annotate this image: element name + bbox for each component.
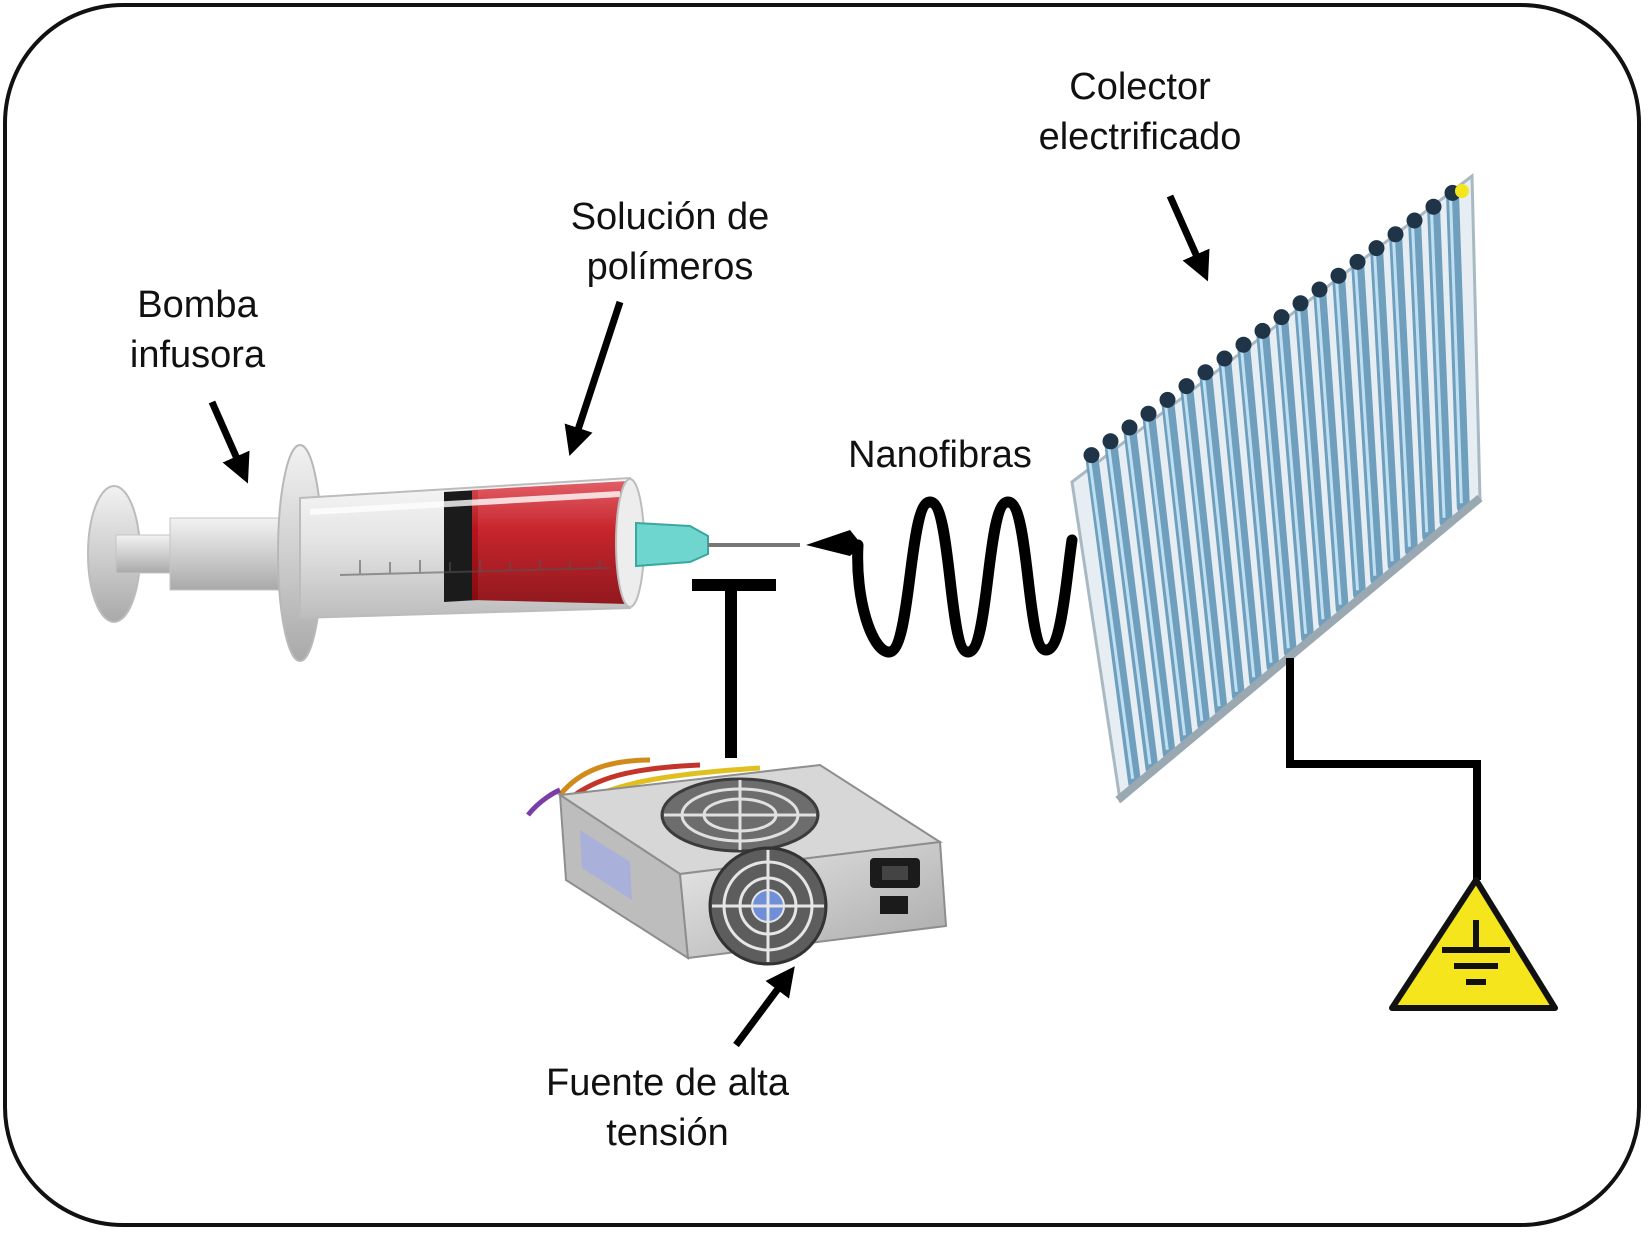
ground-warning-sign — [1389, 877, 1558, 1011]
polymer-solution — [472, 481, 628, 604]
collector-tube-cap — [1197, 364, 1214, 381]
rounded-frame — [3, 3, 1641, 1227]
collector-tube-cap — [1273, 309, 1290, 326]
collector-tube — [1370, 241, 1401, 572]
collector-tube — [1313, 283, 1349, 616]
collector-tube-cap — [1311, 281, 1328, 298]
collector-tube — [1256, 324, 1297, 659]
plunger-body — [169, 517, 281, 591]
collector-tube-highlight — [1221, 362, 1256, 678]
collector-tube-cap — [1425, 198, 1442, 215]
collector-tube — [1294, 296, 1332, 630]
label-colector-electrificado: Colector electrificado — [1038, 66, 1242, 158]
collector-tube-cap — [1102, 433, 1119, 450]
solution-arrow — [564, 300, 624, 456]
collector-tube — [1351, 255, 1384, 587]
collector-tube-highlight — [1335, 279, 1360, 591]
collector-tube — [1446, 186, 1470, 514]
collector-tube-highlight — [1411, 224, 1429, 533]
high-voltage-connection — [692, 579, 776, 758]
power-supply-unit — [526, 757, 948, 966]
collector-tube-highlight — [1107, 445, 1152, 765]
collector-tube-cap — [1368, 240, 1385, 257]
collector-tube — [1123, 421, 1176, 761]
ground-wire — [1286, 658, 1481, 880]
collector-tube — [1389, 227, 1418, 558]
label-nanofibras: Nanofibras — [848, 434, 1032, 476]
collector-tube — [1142, 407, 1194, 746]
needle-hub — [635, 521, 709, 568]
collector-tube-highlight — [1297, 307, 1325, 620]
collector-tube-highlight — [1240, 348, 1273, 663]
collector-tube-highlight — [1126, 431, 1169, 750]
collector-tube-cap — [1216, 350, 1233, 367]
collector-tube-highlight — [1430, 210, 1446, 518]
plunger-stopper — [444, 490, 478, 602]
collector-tube — [1180, 379, 1228, 717]
collector-tube — [1199, 365, 1245, 703]
collector-tube-highlight — [1202, 376, 1238, 692]
nanofiber-jet — [852, 496, 1078, 658]
collector-tube — [1161, 393, 1211, 732]
collector-tube-cap — [1140, 405, 1157, 422]
collector-tube-cap — [1292, 295, 1309, 312]
solar-collector-panel — [1070, 173, 1483, 804]
collector-tube-highlight — [1449, 196, 1463, 504]
collector-tube-cap — [1254, 322, 1271, 339]
label-fuente-alta-tension: Fuente de alta tensión — [546, 1062, 789, 1154]
collector-tube-highlight — [1278, 320, 1308, 634]
collector-tube-highlight — [1354, 265, 1377, 576]
syringe-icon — [87, 444, 800, 662]
collector-tube — [1275, 310, 1315, 645]
collector-tube — [1104, 434, 1159, 775]
collector-tube-cap — [1406, 212, 1423, 229]
collector-tube — [1085, 448, 1142, 790]
collector-tube-highlight — [1259, 334, 1290, 649]
collector-tube — [1237, 338, 1280, 674]
collector-tube — [1218, 352, 1263, 688]
collector-tube-cap — [1330, 267, 1347, 284]
pump-arrow — [208, 400, 250, 484]
collector-tube-cap — [1121, 419, 1138, 436]
collector-arrow — [1166, 194, 1210, 282]
collector-tube-cap — [1083, 447, 1100, 464]
collector-tube — [1332, 269, 1367, 601]
collector-tube-highlight — [1183, 389, 1221, 707]
collector-tube-highlight — [1373, 252, 1394, 562]
collector-tube — [1408, 214, 1436, 543]
collector-tube-cap — [1235, 336, 1252, 353]
collector-tube-highlight — [1145, 417, 1187, 736]
power-source-arrow — [733, 966, 795, 1048]
collector-tube-highlight — [1316, 293, 1342, 605]
collector-tube-highlight — [1088, 458, 1135, 779]
collector-tube-cap — [1178, 378, 1195, 395]
label-solucion-polimeros: Solución de polímeros — [570, 196, 770, 288]
taylor-cone — [806, 530, 862, 556]
label-bomba-infusora: Bomba infusora — [129, 284, 266, 376]
collector-tube-highlight — [1392, 238, 1411, 547]
collector-tube-cap — [1159, 391, 1176, 408]
collector-tube-cap — [1387, 226, 1404, 243]
collector-tube-cap — [1349, 253, 1366, 270]
collector-tube — [1427, 200, 1453, 529]
collector-tube-highlight — [1164, 403, 1204, 721]
